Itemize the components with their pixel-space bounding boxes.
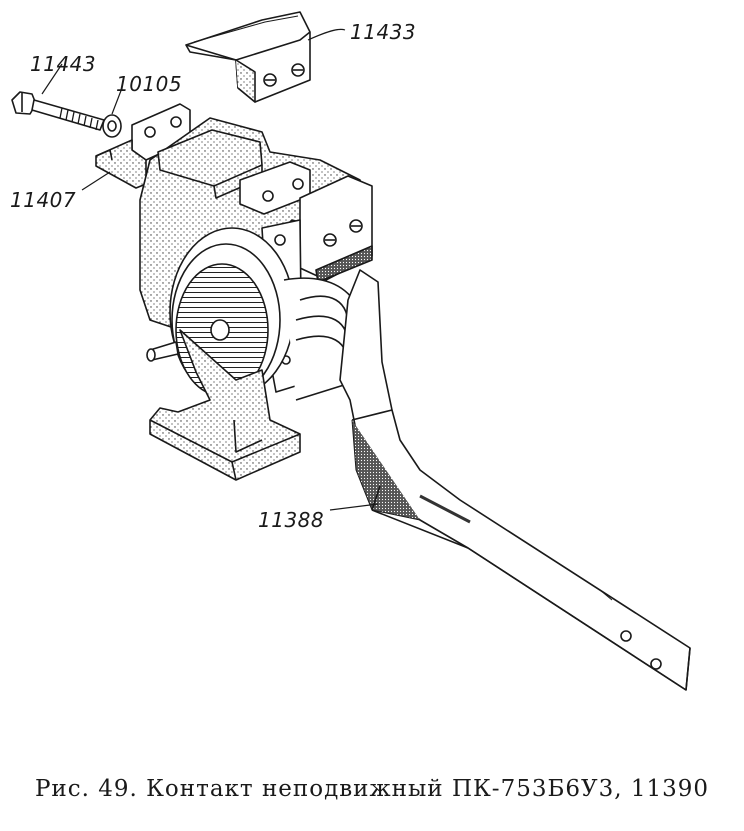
label-11433: 11433 xyxy=(350,20,417,44)
pin xyxy=(146,341,179,362)
leader-lines xyxy=(41,28,379,511)
label-11407: 11407 xyxy=(10,188,77,212)
mounting-foot xyxy=(149,329,301,481)
contact-bar-11388 xyxy=(339,269,691,691)
label-10105: 10105 xyxy=(116,72,183,96)
figure-caption: Рис. 49. Контакт неподвижный ПК-753Б6У3,… xyxy=(34,776,710,802)
label-11443: 11443 xyxy=(30,52,97,76)
bolt-11443 xyxy=(11,91,105,131)
label-11388: 11388 xyxy=(258,508,325,532)
washer-10105 xyxy=(102,114,122,138)
cover-cap-11433 xyxy=(185,11,311,103)
